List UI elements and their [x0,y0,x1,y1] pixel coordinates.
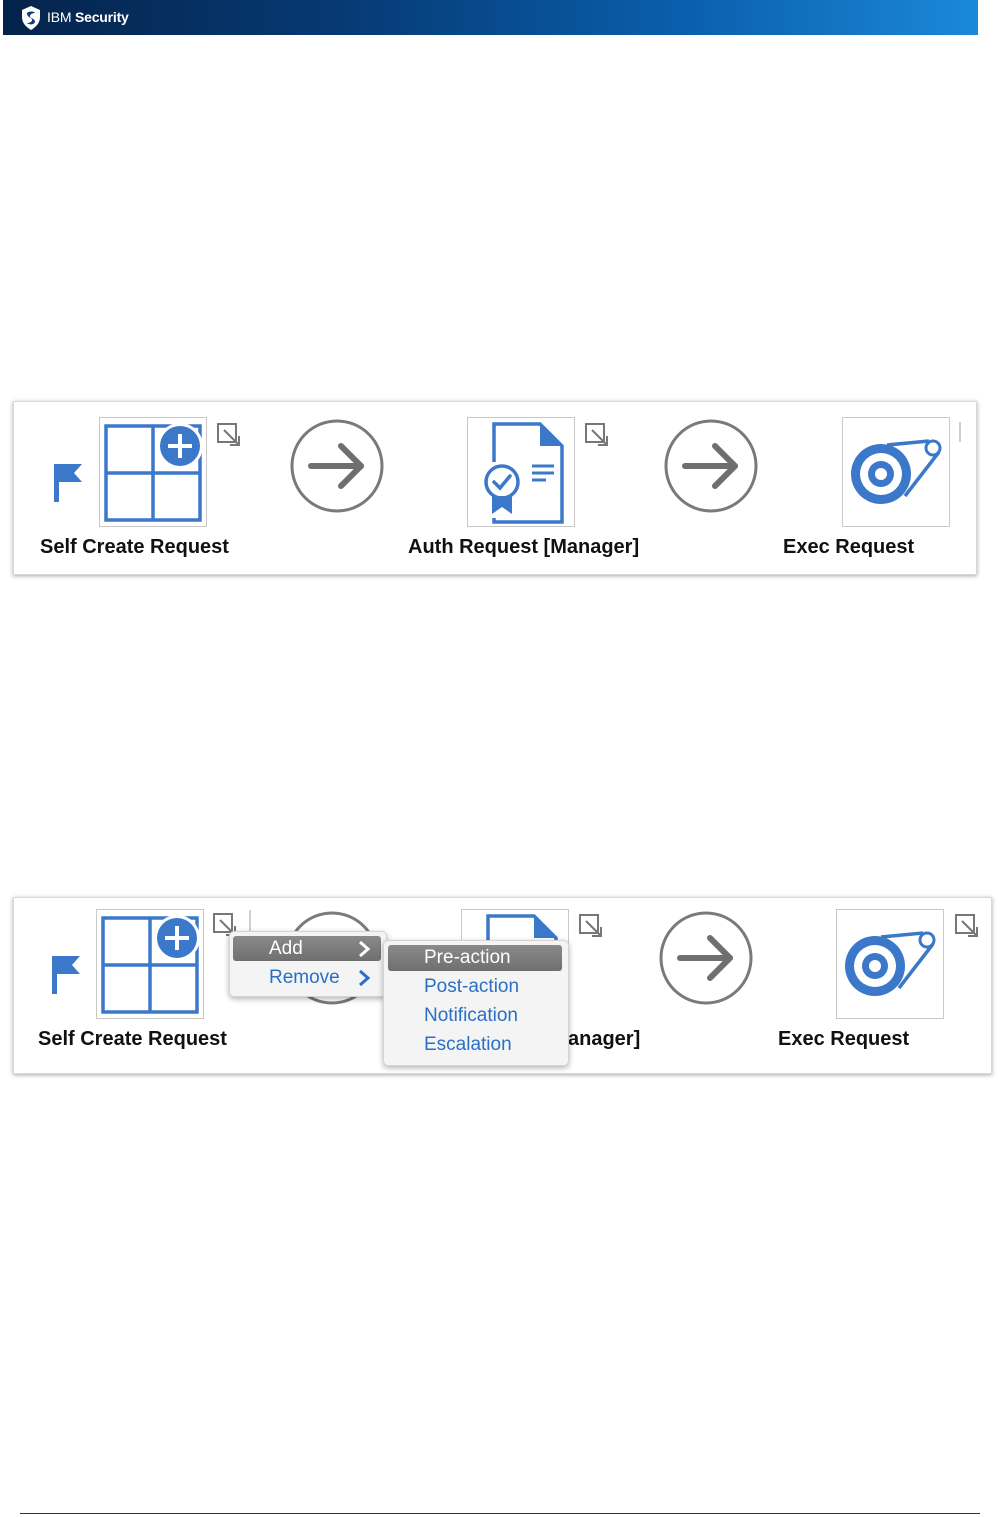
workflow-panel-2: Self Create Request anager] [13,897,992,1074]
submenu-item-notification[interactable]: Notification [388,1003,562,1029]
create-grid-icon [104,423,203,522]
exec-request-task[interactable] [842,417,950,527]
chevron-right-icon [359,969,371,986]
create-grid-icon [101,915,200,1014]
divider-line [249,910,251,932]
submenu-item-post-action[interactable]: Post-action [388,974,562,1000]
start-flag-icon [52,956,80,994]
auth-request-task[interactable] [467,417,575,527]
scroll-indicator [959,422,961,442]
menu-item-remove[interactable]: Remove [233,965,381,990]
step-label: Auth Request [Manager] [408,536,640,558]
menu-item-label: Escalation [424,1034,512,1055]
step-label: Exec Request [783,536,915,558]
submenu: Pre-action Post-action Notification Esca… [383,940,569,1066]
arrow-right-icon [659,911,753,1005]
brand-prefix: IBM [47,9,72,25]
brand-name: Security [75,9,129,25]
arrow-right-icon [290,419,384,513]
footer-divider [20,1513,980,1514]
menu-item-add[interactable]: Add [233,936,381,961]
submenu-item-pre-action[interactable]: Pre-action [388,945,562,971]
chevron-right-icon [359,940,371,957]
menu-item-label: Notification [424,1005,518,1026]
menu-item-label: Post-action [424,976,520,997]
gear-pulley-icon [845,931,936,996]
expand-icon[interactable] [578,913,604,939]
step-label: Self Create Request [38,1028,227,1050]
brand-text: IBM Security [47,9,129,25]
exec-request-task[interactable] [836,909,944,1019]
header-bar: IBM Security [3,0,978,35]
workflow-panel-1: Self Create Request Auth Request [Manage… [13,401,977,575]
self-create-request-task[interactable] [99,417,207,527]
menu-item-label: Pre-action [424,947,511,968]
ibm-security-logo-icon [22,6,40,30]
expand-icon[interactable] [584,422,610,448]
gear-pulley-icon [851,439,942,504]
certificate-document-icon [480,422,564,524]
step-label: Exec Request [778,1028,910,1050]
arrow-right-icon [664,419,758,513]
context-menu: Add Remove [229,931,387,997]
expand-icon[interactable] [954,913,980,939]
submenu-item-escalation[interactable]: Escalation [388,1032,562,1058]
menu-item-label: Add [269,938,303,959]
step-label: Self Create Request [40,536,229,558]
expand-icon[interactable] [216,422,242,448]
self-create-request-task[interactable] [96,909,204,1019]
start-flag-icon [54,464,82,502]
step-label: anager] [568,1028,641,1050]
menu-item-label: Remove [269,967,340,988]
